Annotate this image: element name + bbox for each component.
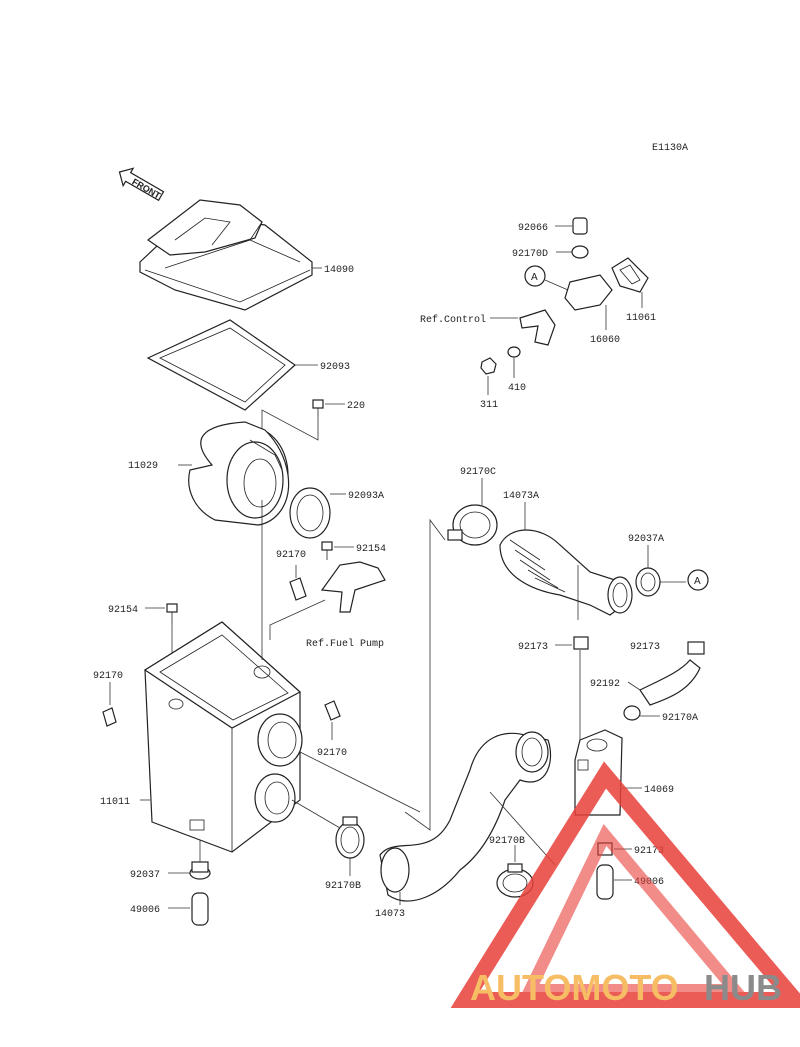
label-410: 410	[508, 383, 526, 394]
label-14069: 14069	[644, 785, 674, 796]
gasket-11061	[611, 257, 649, 293]
clamp-92037	[189, 861, 211, 880]
case-outlet-upper	[257, 713, 303, 767]
logo-text-automoto: AUTOMOTO	[470, 967, 679, 1008]
label-49006-left: 49006	[130, 905, 160, 916]
label-16060: 16060	[590, 335, 620, 346]
label-92037A: 92037A	[628, 534, 664, 545]
circle-a-lower: A	[687, 569, 709, 591]
label-92170C: 92170C	[460, 467, 496, 478]
label-14090: 14090	[324, 265, 354, 276]
label-92066: 92066	[518, 223, 548, 234]
intake-duct-14073	[379, 731, 552, 902]
label-92173-lower: 92173	[634, 846, 664, 857]
label-92170-upper: 92170	[276, 550, 306, 561]
clamp-92037A	[635, 567, 661, 597]
circle-a-upper: A	[524, 265, 546, 287]
circle-a-upper-text: A	[531, 272, 538, 283]
label-92170B-left: 92170B	[325, 881, 361, 892]
clamp-92170A	[623, 705, 641, 721]
label-92170B-right: 92170B	[489, 836, 525, 847]
gasket-92093	[146, 319, 296, 411]
clip-92170-upper	[289, 577, 307, 601]
hose-92192	[639, 659, 701, 706]
clamp-92170C	[447, 504, 498, 546]
nut-311	[480, 357, 497, 375]
clamp-92173-upper	[573, 636, 589, 650]
label-11011: 11011	[100, 797, 130, 808]
label-ref-control: Ref.Control	[420, 314, 486, 326]
label-14073A: 14073A	[503, 491, 539, 502]
label-92173-upper: 92173	[518, 642, 548, 653]
front-arrow-icon: FRONT	[118, 167, 165, 202]
label-ref-fuel-pump: Ref.Fuel Pump	[306, 638, 384, 650]
label-11029: 11029	[128, 461, 158, 472]
label-92173-right: 92173	[630, 642, 660, 653]
automotohub-logo: AUTOMOTO HUB	[450, 761, 800, 1008]
label-92093A: 92093A	[348, 491, 384, 502]
bracket-16060	[519, 274, 613, 346]
clamp-92170D	[571, 245, 589, 259]
cap-92066	[572, 217, 588, 235]
label-11061: 11061	[626, 313, 656, 324]
front-label: FRONT	[130, 177, 162, 201]
clip-92170-right	[324, 700, 341, 721]
bolt-92154-lower	[166, 603, 178, 625]
label-92154-lower: 92154	[108, 605, 138, 616]
logo-text-hub: HUB	[704, 967, 782, 1008]
label-92037: 92037	[130, 870, 160, 881]
drain-tube-49006-right	[596, 864, 614, 900]
label-92170-left: 92170	[93, 671, 123, 682]
label-311: 311	[480, 400, 498, 411]
bolt-92154-upper	[321, 541, 333, 560]
seal-ring-92093A	[289, 487, 331, 539]
clamp-92173-right	[687, 641, 705, 655]
label-92170A: 92170A	[662, 713, 698, 724]
label-92093: 92093	[320, 362, 350, 373]
label-220: 220	[347, 401, 365, 412]
clip-92170-left	[102, 707, 117, 727]
fuel-pump-bracket	[320, 561, 386, 613]
label-92170D: 92170D	[512, 249, 548, 260]
diagram-code: E1130A	[652, 143, 688, 154]
clamp-92170B-left	[335, 816, 365, 859]
drain-tube-49006-left	[191, 892, 209, 926]
label-92192: 92192	[590, 679, 620, 690]
corrugated-duct-14073A	[499, 529, 633, 616]
washer-410	[507, 346, 521, 358]
screw-220	[312, 399, 324, 416]
air-cleaner-cover	[139, 199, 313, 311]
case-outlet-lower	[254, 773, 296, 823]
air-filter-element	[188, 421, 290, 526]
circle-a-lower-text: A	[694, 576, 701, 587]
label-92170-right: 92170	[317, 748, 347, 759]
label-14073: 14073	[375, 909, 405, 920]
label-92154-upper: 92154	[356, 544, 386, 555]
